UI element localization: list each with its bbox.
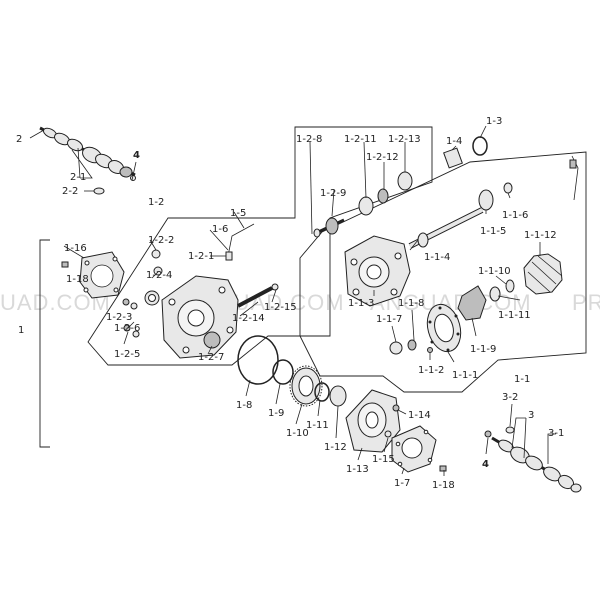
bearing-1-2-11	[358, 196, 374, 216]
label-1-1-4: 1-1-4	[424, 252, 450, 263]
oring-1-8	[237, 335, 279, 385]
label-1-1-8: 1-1-8	[398, 298, 424, 309]
label-1-5: 1-5	[230, 208, 246, 219]
label-1-2-3: 1-2-3	[106, 312, 132, 323]
bolt-1-1-2	[427, 347, 433, 353]
label-1-2-6: 1-2-6	[114, 323, 140, 334]
label-1-15: 1-15	[372, 454, 395, 465]
oring-1-1-7	[389, 341, 403, 355]
label-1-1-11: 1-1-11	[498, 310, 531, 321]
label-1-2-13: 1-2-13	[388, 134, 421, 145]
clamp-1-1-10	[505, 279, 515, 293]
washer-1-2-12	[377, 188, 389, 204]
label-1-1: 1-1	[514, 374, 530, 385]
label-1-3: 1-3	[486, 116, 502, 127]
breather-1-5	[225, 223, 255, 261]
label-1-18-b: 1-18	[432, 480, 455, 491]
label-1-7: 1-7	[394, 478, 410, 489]
bearing-1-1-5	[478, 189, 494, 211]
label-1-8: 1-8	[236, 400, 252, 411]
bolt-1-14	[392, 404, 400, 412]
drive-shaft-3	[484, 426, 582, 493]
label-3-1: 3-1	[548, 428, 564, 439]
bearing-1-12	[329, 385, 347, 407]
label-1-6: 1-6	[212, 224, 228, 235]
pinion-1-2-9	[313, 217, 345, 238]
spider-1-1-9	[457, 285, 487, 321]
label-1-1-1: 1-1-1	[452, 370, 478, 381]
label-1-2: 1-2	[148, 197, 164, 208]
shaft-1-2-14	[237, 283, 279, 308]
label-1-2-15: 1-2-15	[264, 302, 297, 313]
o-ring-1-3	[472, 136, 488, 156]
label-1-16: 1-16	[64, 243, 87, 254]
label-1-1-10: 1-1-10	[478, 266, 511, 277]
label-1-2-8: 1-2-8	[296, 134, 322, 145]
label-1-1-3: 1-1-3	[348, 298, 374, 309]
label-1-14: 1-14	[408, 410, 431, 421]
drive-shaft-2	[39, 126, 136, 195]
cover-gasket-1-16	[79, 251, 125, 299]
circlip-3-2	[505, 426, 515, 434]
label-1: 1	[18, 325, 24, 336]
label-2: 2	[16, 134, 22, 145]
label-2-1: 2-1	[70, 172, 86, 183]
label-1-2-5: 1-2-5	[114, 349, 140, 360]
label-1-1-9: 1-1-9	[470, 344, 496, 355]
gasket-1-7	[391, 425, 437, 473]
circlip-2-2	[93, 187, 105, 195]
label-1-12: 1-12	[324, 442, 347, 453]
label-1-1-12: 1-1-12	[524, 230, 557, 241]
label-1-2-2: 1-2-2	[148, 235, 174, 246]
housing-1-1-3	[344, 235, 411, 307]
bolt-1-18b	[439, 465, 447, 472]
flange-1-1-1	[426, 303, 462, 353]
label-4-top: 4	[133, 150, 140, 161]
label-3: 3	[528, 410, 534, 421]
bearing-1-2-7	[203, 331, 221, 349]
plug-1-15	[384, 430, 392, 438]
label-1-11: 1-11	[306, 420, 329, 431]
label-1-2-12: 1-2-12	[366, 152, 399, 163]
small-parts-1-2	[122, 249, 163, 338]
washer-1-1-6	[503, 182, 513, 194]
leader-lines	[29, 125, 556, 476]
label-1-13: 1-13	[346, 464, 369, 475]
label-1-2-7: 1-2-7	[198, 352, 224, 363]
label-1-1-6: 1-1-6	[502, 210, 528, 221]
sleeve-1-4	[443, 147, 463, 169]
label-1-9: 1-9	[268, 408, 284, 419]
boot-1-1-12	[523, 253, 563, 295]
bolt-1-18	[61, 261, 69, 268]
gear-housing-1-2	[161, 275, 239, 359]
bracket-1	[39, 239, 50, 448]
part-labels: 2 2-1 2-2 4 1-2 1-5 1-6 1-2-1 1-2-2 1-2-…	[16, 116, 564, 491]
ring-1-1-8	[407, 339, 417, 351]
seal-1-2-13	[397, 171, 413, 191]
label-1-2-14: 1-2-14	[232, 313, 265, 324]
label-1-4: 1-4	[446, 136, 462, 147]
label-1-10: 1-10	[286, 428, 309, 439]
label-1-2-4: 1-2-4	[146, 270, 172, 281]
shaft-1-1-4	[408, 207, 484, 249]
label-1-2-9: 1-2-9	[320, 188, 346, 199]
label-4-bottom: 4	[482, 459, 489, 470]
label-1-2-11: 1-2-11	[344, 134, 377, 145]
label-1-18-a: 1-18	[66, 274, 89, 285]
label-3-2: 3-2	[502, 392, 518, 403]
label-1-1-2: 1-1-2	[418, 365, 444, 376]
ring-1-1-11	[489, 286, 501, 302]
shim-1-11	[314, 382, 330, 402]
label-1-2-1: 1-2-1	[188, 251, 214, 262]
label-1-1-5: 1-1-5	[480, 226, 506, 237]
label-1-1-7: 1-1-7	[376, 314, 402, 325]
shim-1-9	[272, 359, 294, 385]
label-2-2: 2-2	[62, 186, 78, 197]
ring-gear-1-10	[289, 365, 323, 407]
